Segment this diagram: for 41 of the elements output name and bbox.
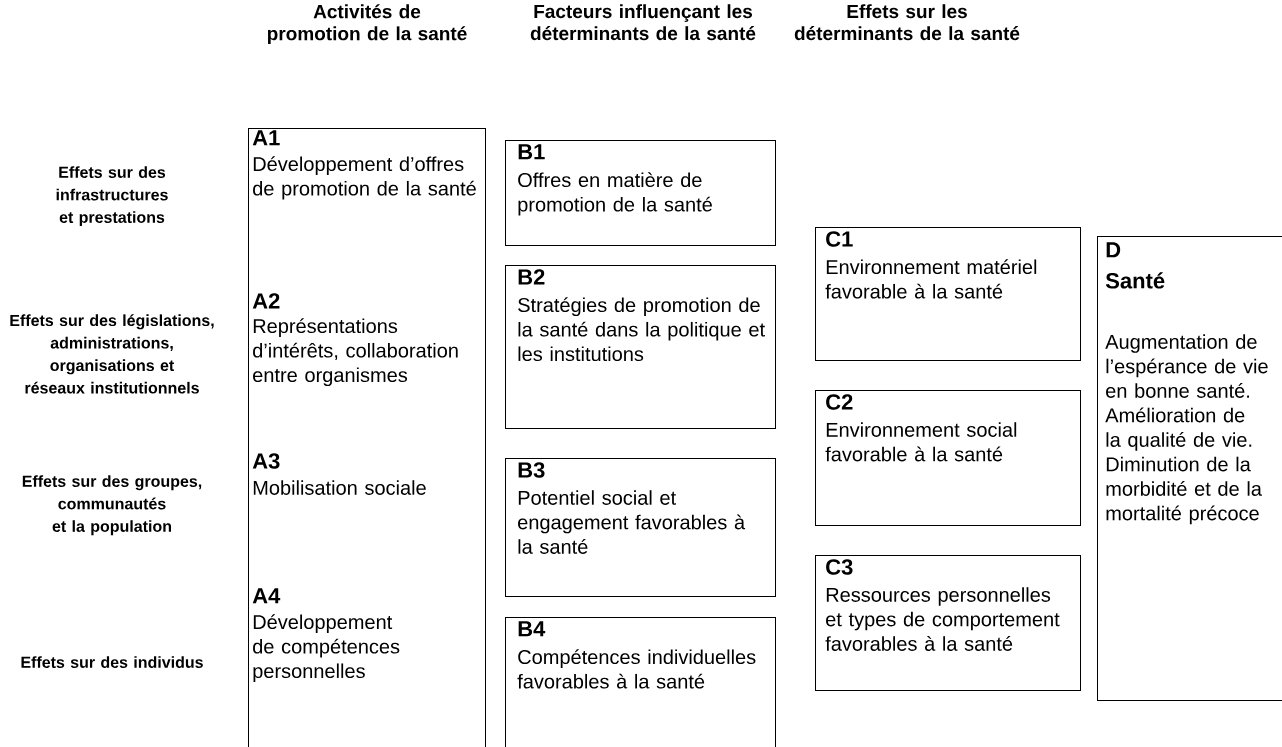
box-text: Compétences individuelles favorables à la santé — [517, 649, 756, 689]
column-heading: Facteurs influençant les déterminants de la santé — [530, 4, 756, 41]
box-text: Offres en matière de promotion de la santé — [518, 172, 712, 216]
box-text: Ressources personnelles et types de comportement favorables à la santé — [825, 587, 1060, 651]
text-box — [815, 555, 1081, 691]
box-heading: B4 — [518, 621, 546, 637]
text-box — [505, 265, 776, 429]
box-text: Environnement matériel favorable à la santé — [825, 259, 1037, 299]
box-heading: B2 — [518, 269, 545, 285]
text-box — [248, 128, 486, 747]
box-text: Représentations d’intérêts, collaboration entre organismes — [253, 318, 458, 387]
box-text: Environnement social favorable à la santé — [825, 422, 1017, 462]
row-label: Effets sur des groupes, communautés et la population — [22, 475, 202, 536]
box-text: Potentiel social et engagement favorables à la santé — [518, 490, 746, 554]
row-label: Effets sur des législations, administrations, organisations et réseaux institutionnels — [10, 314, 214, 394]
box-heading: B3 — [518, 462, 545, 478]
text-box — [815, 390, 1081, 526]
text-box — [505, 458, 776, 597]
text-box — [505, 140, 776, 246]
box-heading: C3 — [826, 559, 853, 575]
box-heading: A2 — [252, 293, 280, 309]
box-text: Développement de compétences personnelles — [253, 614, 400, 683]
box-heading: A1 — [252, 130, 280, 146]
box-text: Augmentation de l’espérance de vie en bonne santé. Amélioration de la qualité de vie. Diminution de la morbidité et de la mortalité précoce — [1105, 334, 1268, 525]
box-heading: Santé — [1105, 272, 1165, 289]
text-box — [815, 227, 1081, 361]
box-heading: C2 — [826, 394, 853, 410]
text-box — [505, 617, 776, 747]
box-heading: D — [1106, 242, 1121, 258]
box-text: Développement d’offres de promotion de la santé — [253, 156, 476, 200]
box-text: Stratégies de promotion de la santé dans la politique et les institutions — [518, 297, 765, 362]
column-heading: Effets sur les déterminants de la santé — [794, 4, 1020, 41]
box-heading: B1 — [518, 144, 545, 160]
column-heading: Activités de promotion de la santé — [267, 4, 467, 45]
box-text: Mobilisation sociale — [253, 480, 426, 495]
box-heading: C1 — [826, 231, 853, 247]
box-heading: A3 — [252, 453, 280, 469]
row-label: Effets sur des individus — [21, 656, 203, 668]
box-heading: A4 — [252, 588, 281, 604]
text-box — [1097, 236, 1282, 701]
row-label: Effets sur des infrastructures et prestations — [56, 166, 168, 227]
